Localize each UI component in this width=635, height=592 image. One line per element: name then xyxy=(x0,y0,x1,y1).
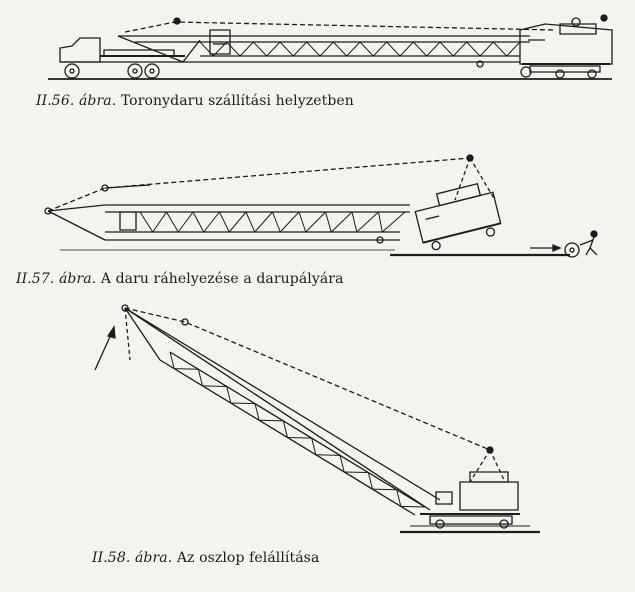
truss-member xyxy=(333,42,346,56)
truss-member xyxy=(379,212,383,232)
truss-member xyxy=(140,212,153,232)
figure-caption-text: Toronydaru szállítási helyzetben xyxy=(120,93,354,109)
crane-cab xyxy=(412,181,503,253)
figure-caption-text: A daru ráhelyezése a darupályára xyxy=(100,271,344,287)
truss-member xyxy=(480,42,493,56)
truss-member xyxy=(174,369,198,370)
truss-member xyxy=(360,42,373,56)
truss-member xyxy=(193,212,204,232)
truss-member xyxy=(178,212,193,232)
truss-member xyxy=(347,42,360,56)
crane-boom xyxy=(125,308,440,515)
truss-member xyxy=(273,212,281,232)
truss-member xyxy=(401,506,425,507)
truss-member xyxy=(387,42,400,56)
truss-member xyxy=(427,42,440,56)
truss-member xyxy=(280,42,293,56)
figure-ii-56: II.56. ábra. Toronydaru szállítási helyz… xyxy=(0,0,635,120)
truss-member xyxy=(373,489,397,490)
truss-member xyxy=(267,42,280,56)
worker-figure xyxy=(580,231,597,255)
figure-label: ábra. xyxy=(58,271,97,287)
truss-member xyxy=(493,42,506,56)
figure-caption-text: Az oszlop felállítása xyxy=(176,550,320,566)
crane-placing-drawing xyxy=(0,140,635,265)
figure-caption: II.58. ábra. Az oszlop felállítása xyxy=(92,550,319,566)
truss-member xyxy=(153,212,167,232)
truss-member xyxy=(331,212,352,232)
truss-member xyxy=(293,42,306,56)
truss-member xyxy=(373,42,386,56)
truss-member xyxy=(299,212,306,232)
truss-member xyxy=(288,438,312,439)
truss-member xyxy=(316,455,340,456)
truss-member xyxy=(382,212,405,232)
lift-arrow xyxy=(95,332,112,370)
truss-member xyxy=(400,42,413,56)
column-erection-drawing xyxy=(0,300,635,545)
truss-member xyxy=(306,212,326,232)
figure-caption: II.56. ábra. Toronydaru szállítási helyz… xyxy=(36,93,354,109)
figure-label: ábra. xyxy=(78,93,117,109)
crane-cab xyxy=(210,15,612,78)
figure-caption: II.57. ábra. A daru ráhelyezése a darupá… xyxy=(16,271,344,287)
crane-transport-drawing xyxy=(0,0,635,92)
truss-member xyxy=(231,403,255,404)
truss-member xyxy=(352,212,357,232)
truss-member xyxy=(413,42,426,56)
truss-member xyxy=(229,212,246,232)
figure-number: II.58. xyxy=(92,550,131,566)
truss-member xyxy=(255,404,259,421)
truss-member xyxy=(220,212,230,232)
truss-member xyxy=(198,369,202,386)
crane-cab xyxy=(420,472,520,528)
figure-ii-58: II.58. ábra. Az oszlop felállítása xyxy=(0,300,635,592)
truss-member xyxy=(203,386,227,387)
truss-member xyxy=(170,352,174,369)
truss-member xyxy=(507,42,520,56)
stay-cable xyxy=(48,158,470,211)
truss-member xyxy=(167,212,179,232)
truss-member xyxy=(440,42,453,56)
truss-member xyxy=(320,42,333,56)
figure-number: II.56. xyxy=(36,93,75,109)
crane-boom xyxy=(48,205,410,240)
figure-number: II.57. xyxy=(16,271,55,287)
truss-member xyxy=(259,420,283,421)
truss-member xyxy=(340,455,344,472)
truss-member xyxy=(312,438,316,455)
truss-member xyxy=(397,490,401,507)
winch-wheel xyxy=(565,243,579,257)
truss-member xyxy=(307,42,320,56)
truss-member xyxy=(368,473,372,490)
truck-tractor xyxy=(60,38,185,78)
figure-ii-57: II.57. ábra. A daru ráhelyezése a darupá… xyxy=(0,140,635,295)
truss-member xyxy=(255,212,273,232)
figure-label: ábra. xyxy=(134,550,173,566)
truss-member xyxy=(344,472,368,473)
truss-member xyxy=(204,212,220,232)
truss-member xyxy=(357,212,379,232)
truss-member xyxy=(453,42,466,56)
crane-boom xyxy=(118,36,530,62)
truss-member xyxy=(253,42,266,56)
truss-member xyxy=(326,212,332,232)
truss-member xyxy=(240,42,253,56)
truss-member xyxy=(227,386,231,403)
truss-member xyxy=(467,42,480,56)
truss-member xyxy=(246,212,255,232)
stay-cable xyxy=(125,22,555,32)
truss-member xyxy=(280,212,299,232)
truss-member xyxy=(283,421,287,438)
truss-member xyxy=(227,42,240,56)
stay-cable xyxy=(125,308,490,450)
